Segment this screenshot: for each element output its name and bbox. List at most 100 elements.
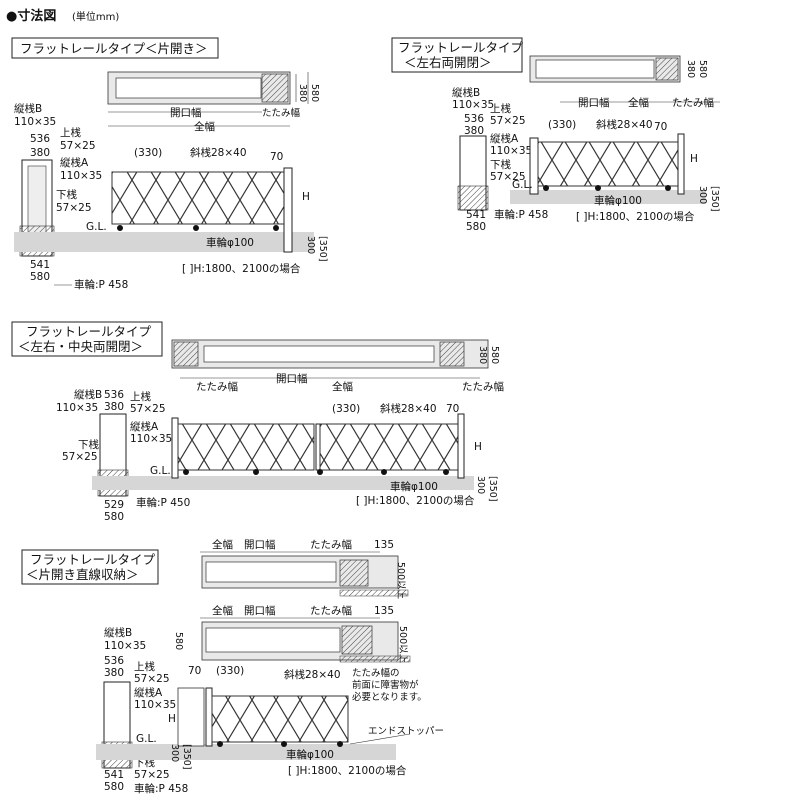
plan-fold-stack-right	[439, 341, 465, 367]
obstacle-note-3: 必要となります。	[352, 691, 427, 703]
dim-70: 70	[654, 121, 667, 133]
panel-title-box	[21, 549, 159, 585]
lattice-panel	[111, 171, 285, 225]
total-width: 全幅	[194, 120, 215, 133]
panel-title: フラットレールタイプ＜片開き＞	[20, 41, 208, 56]
dim-135: 135	[374, 539, 394, 551]
label-tateA-size: 110×35	[134, 699, 176, 711]
dim-580-side: 580	[104, 781, 124, 793]
obstacle-note-1: たたみ幅の	[352, 667, 400, 679]
plan-fold-stack-left	[173, 341, 199, 367]
fold-width: たたみ幅	[672, 96, 714, 109]
plan-fold-stack	[655, 57, 679, 81]
dim-380-side: 380	[104, 401, 124, 413]
ground-band	[510, 190, 706, 204]
front-elevation: (330) 斜桟28×40 70 H G.L. 車輪φ100 300 [350]…	[510, 118, 720, 223]
height-note: [ ]H:1800、2100の場合	[288, 764, 407, 777]
dim-536: 536	[104, 389, 124, 401]
pitch-330: (330)	[548, 119, 576, 131]
dim-380: 380	[477, 346, 488, 364]
diagonal-bar: 斜桟28×40	[596, 118, 653, 131]
dim-541: 541	[30, 259, 50, 271]
ground-band	[92, 476, 474, 490]
plan-fold-stack	[261, 73, 289, 103]
wheel-pitch: 車輪:P 458	[74, 278, 128, 291]
label-tateA-size: 110×35	[60, 170, 102, 182]
label-top-rail: 上桟	[134, 660, 155, 673]
label-bottom-size: 57×25	[62, 451, 98, 463]
ground-level: G.L.	[150, 465, 171, 477]
end-post	[457, 413, 465, 479]
label-bottom-rail: 下桟	[490, 158, 511, 171]
label-tateB: 縦桟B	[74, 388, 102, 401]
label-top-size: 57×25	[490, 115, 526, 127]
dim-380-side: 380	[104, 667, 124, 679]
dim-H: H	[168, 713, 176, 725]
dim-350: [350]	[487, 476, 498, 502]
panel-title-box	[391, 37, 523, 73]
side-section: 縦桟B 110×35 536 380 上桟 57×25 縦桟A 110×35 下…	[452, 86, 548, 233]
dim-300: 300	[475, 476, 486, 494]
dim-580: 580	[489, 346, 500, 364]
label-tateB: 縦桟B	[14, 102, 42, 115]
dim-580: 580	[173, 632, 184, 650]
ground-level: G.L.	[86, 221, 107, 233]
side-section: 縦桟B 110×35 536 380 上桟 57×25 縦桟A 110×35 下…	[56, 388, 190, 523]
center-post	[315, 423, 321, 471]
fold-width: たたみ幅	[310, 604, 352, 617]
label-bottom-rail: 下桟	[56, 188, 77, 201]
plan-view: 380 580 たたみ幅 開口幅 全幅 たたみ幅	[171, 339, 504, 393]
side-section: 縦桟B 110×35 536 380 上桟 57×25 縦桟A 110×35 5…	[101, 626, 188, 795]
dim-300: 300	[697, 186, 708, 204]
fold-width: たたみ幅	[262, 107, 301, 119]
panel-title: フラットレールタイプ	[398, 40, 524, 55]
dim-580-side: 580	[30, 271, 50, 283]
sheet-title: ●寸法図	[6, 8, 56, 24]
plan-panel	[115, 77, 262, 99]
dim-380-side: 380	[464, 125, 484, 137]
diagonal-bar: 斜桟28×40	[284, 668, 341, 681]
lattice-panel-left	[177, 423, 315, 471]
ground-band	[14, 232, 314, 252]
pitch-330: (330)	[134, 147, 162, 159]
dim-300: 300	[305, 236, 316, 254]
ground-band	[96, 744, 396, 760]
lattice-panel-right	[319, 423, 459, 471]
front-elevation: (330) 斜桟28×40 70 H G.L. 車輪φ100 300 [350]…	[14, 146, 328, 275]
dim-H: H	[690, 153, 698, 165]
lattice-panel	[211, 695, 349, 743]
end-post	[283, 167, 293, 253]
panel-double-swing: フラットレールタイプ ＜左右両開閉＞ 380 580 開口幅 全幅 たたみ幅 縦…	[391, 37, 720, 233]
front-elevation: 70 (330) 斜桟28×40 H G.L. エンドストッパー 車輪φ100 …	[96, 665, 444, 777]
wheel-dia: 車輪φ100	[286, 748, 334, 761]
gate-post-block	[177, 687, 205, 747]
label-top-rail: 上桟	[130, 390, 151, 403]
label-top-size: 57×25	[134, 673, 170, 685]
label-tateA: 縦桟A	[490, 132, 519, 145]
plan-view: 380 580 開口幅 たたみ幅 全幅	[107, 71, 320, 133]
panel-center-double-swing: フラットレールタイプ ＜左右・中央両開閉＞ 380 580 たたみ幅 開口幅 全…	[11, 321, 504, 523]
diagonal-bar: 斜桟28×40	[380, 402, 437, 415]
panel-title: フラットレールタイプ	[30, 552, 156, 567]
total-width: 全幅	[212, 538, 233, 551]
dim-70: 70	[188, 665, 201, 677]
plan-view-2: 全幅 開口幅 たたみ幅 135 580 500以上 たたみ幅の 前面に障害物が …	[173, 604, 427, 703]
fold-width-right: たたみ幅	[462, 380, 504, 393]
dim-H: H	[302, 191, 310, 203]
dim-380: 380	[297, 84, 308, 102]
dim-500: 500以上	[395, 562, 406, 600]
side-section: 縦桟B 110×35 536 380 上桟 57×25 縦桟A 110×35 下…	[14, 102, 128, 291]
plan-fold-stack	[341, 625, 373, 655]
wheel-pitch: 車輪:P 450	[136, 496, 190, 509]
opening-width: 開口幅	[276, 372, 308, 385]
pitch-330: (330)	[332, 403, 360, 415]
label-tateB: 縦桟B	[452, 86, 480, 99]
dim-580: 580	[309, 84, 320, 102]
dim-300: 300	[169, 744, 180, 762]
panel-title-box	[11, 321, 163, 357]
dim-580: 580	[697, 60, 708, 78]
label-tateB: 縦桟B	[104, 626, 132, 639]
height-note: [ ]H:1800、2100の場合	[576, 210, 695, 223]
